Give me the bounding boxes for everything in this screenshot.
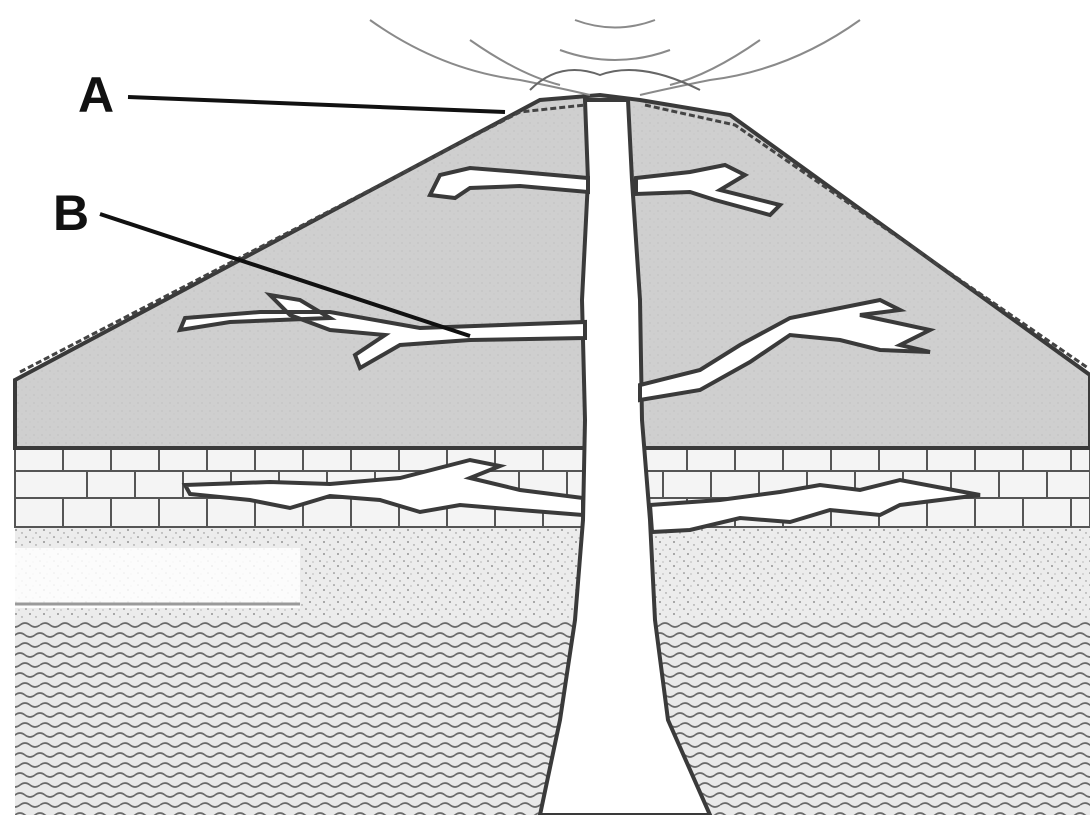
sediment-layer (15, 525, 1090, 620)
label-b: B (53, 185, 89, 241)
label-a-leader-line (128, 97, 505, 112)
volcano-cone (15, 95, 1090, 448)
eruption-plume (370, 20, 860, 95)
label-a: A (78, 67, 114, 123)
